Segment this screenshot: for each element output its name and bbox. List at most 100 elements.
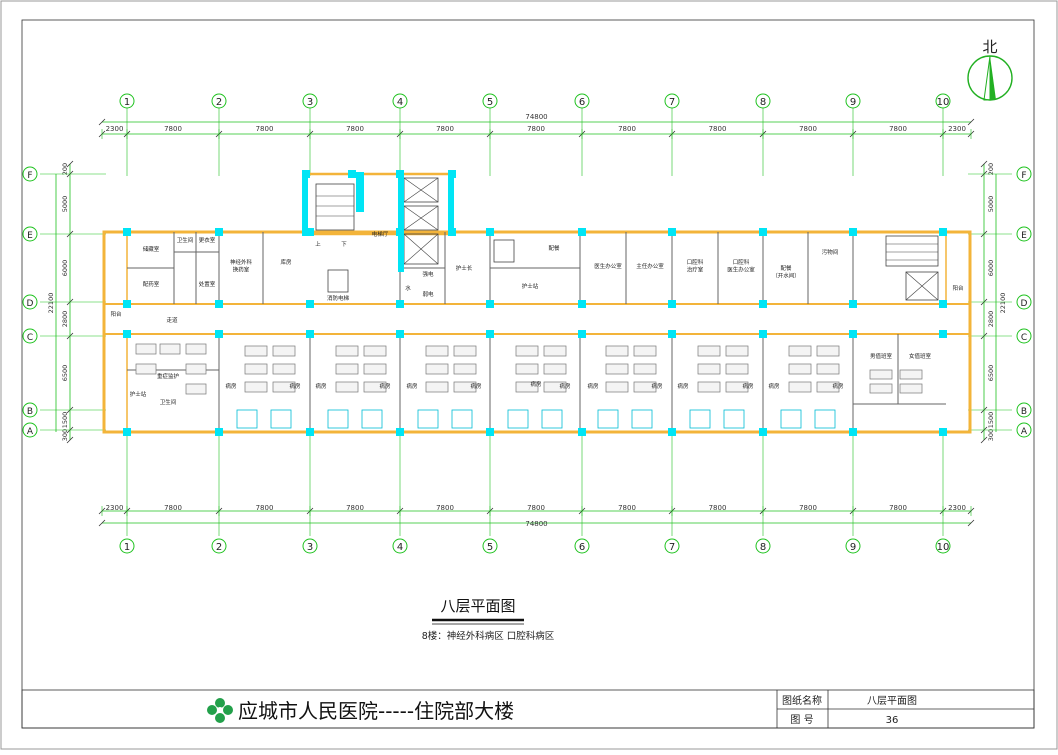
room-label: 护士站 <box>522 282 539 290</box>
bed <box>816 381 840 393</box>
bed <box>425 363 449 375</box>
dimension-tick <box>980 436 988 444</box>
structural-column <box>849 300 857 308</box>
shear-wall <box>356 172 364 212</box>
dimension-span: 5000 <box>987 196 995 213</box>
bed <box>453 345 477 357</box>
room-label: 走道 <box>166 316 178 324</box>
org-title: 应城市人民医院-----住院部大楼 <box>238 699 514 723</box>
bed <box>633 381 657 393</box>
dimension-span: 7800 <box>889 504 907 512</box>
bed <box>816 363 840 375</box>
dimension-tick <box>980 160 988 168</box>
room-label: 电梯厅 <box>372 230 389 238</box>
axis-bubble-label: 6 <box>579 542 585 553</box>
ward-bathroom <box>780 409 802 429</box>
room-label: 病房 <box>379 382 391 390</box>
dimension-span: 6500 <box>987 365 995 382</box>
dimension-span: 7800 <box>346 125 364 133</box>
axis-bubble-label: D <box>1021 299 1028 309</box>
bed <box>869 383 893 394</box>
structural-column <box>396 330 404 338</box>
axis-bubble <box>211 93 227 109</box>
bed <box>363 381 387 393</box>
dimension-span: 7800 <box>256 504 274 512</box>
bed <box>335 345 359 357</box>
room-label: 口腔科 <box>687 258 704 266</box>
dimension-tick <box>98 118 106 126</box>
room-label: 神经外科 <box>230 258 253 266</box>
room-label: 病房 <box>742 382 754 390</box>
bed <box>899 369 923 380</box>
dimension-span: 7800 <box>527 125 545 133</box>
bed <box>272 381 296 393</box>
dimension-span: 7800 <box>618 125 636 133</box>
dimension-span: 7800 <box>256 125 274 133</box>
bed <box>425 345 449 357</box>
structural-column <box>306 330 314 338</box>
room-label: 病房 <box>677 382 689 390</box>
axis-bubble-label: 4 <box>397 542 403 553</box>
axis-bubble-label: 9 <box>850 97 856 108</box>
bed <box>605 363 629 375</box>
room-label: 强电 <box>422 270 434 278</box>
dimension-span: 2300 <box>106 504 124 512</box>
axis-bubble <box>119 538 135 554</box>
room-label: 病房 <box>587 382 599 390</box>
title-block: 应城市人民医院-----住院部大楼 图纸名称 八层平面图 图 号 36 <box>21 689 1035 729</box>
bed <box>272 345 296 357</box>
room-label: 消防电梯 <box>327 294 350 302</box>
bed <box>725 345 749 357</box>
structural-column <box>759 300 767 308</box>
dimension-span: 7800 <box>436 125 454 133</box>
axis-bubble-label: D <box>27 299 34 309</box>
room-label: 处置室 <box>199 280 216 288</box>
structural-column <box>759 428 767 436</box>
room-label: 下 <box>341 241 347 248</box>
axis-bubble <box>755 93 771 109</box>
room-label: 口腔科 <box>733 258 750 266</box>
structural-column <box>486 330 494 338</box>
bed <box>697 345 721 357</box>
dimension-span: 7800 <box>709 504 727 512</box>
dimension-span: 7800 <box>799 504 817 512</box>
ward-bathroom <box>597 409 619 429</box>
bed <box>244 345 268 357</box>
room-label: 病房 <box>832 382 844 390</box>
ward-bathroom <box>723 409 745 429</box>
dimension-span: 7800 <box>436 504 454 512</box>
structural-column <box>215 300 223 308</box>
room-label: 男值班室 <box>870 352 893 360</box>
bed <box>335 363 359 375</box>
bed <box>453 381 477 393</box>
structural-column <box>396 428 404 436</box>
dimension-span: 6000 <box>987 260 995 277</box>
structural-columns <box>123 170 947 436</box>
dimension-span: 6500 <box>61 365 69 382</box>
dimension-span: 200 <box>61 163 69 175</box>
bed <box>725 381 749 393</box>
dimension-span: 1500 <box>61 412 69 429</box>
bed <box>363 345 387 357</box>
room-label: 弱电 <box>422 290 434 298</box>
dimension-span: 6000 <box>61 260 69 277</box>
structural-column <box>578 300 586 308</box>
room-label: 治疗室 <box>687 266 704 274</box>
room-label: 病房 <box>530 380 542 388</box>
drawing-no: 36 <box>886 715 899 726</box>
axis-bubble <box>22 328 38 344</box>
bed <box>185 383 207 395</box>
axis-bubble-label: A <box>1021 427 1028 437</box>
structural-column <box>668 330 676 338</box>
axis-bubble-label: B <box>1021 407 1027 417</box>
structural-column <box>939 300 947 308</box>
axis-bubble-label: 7 <box>669 542 675 553</box>
dimension-span: 2300 <box>106 125 124 133</box>
dimension-total: 22100 <box>999 293 1007 314</box>
bed <box>633 363 657 375</box>
bed <box>697 381 721 393</box>
bed <box>335 381 359 393</box>
structural-column <box>849 228 857 236</box>
